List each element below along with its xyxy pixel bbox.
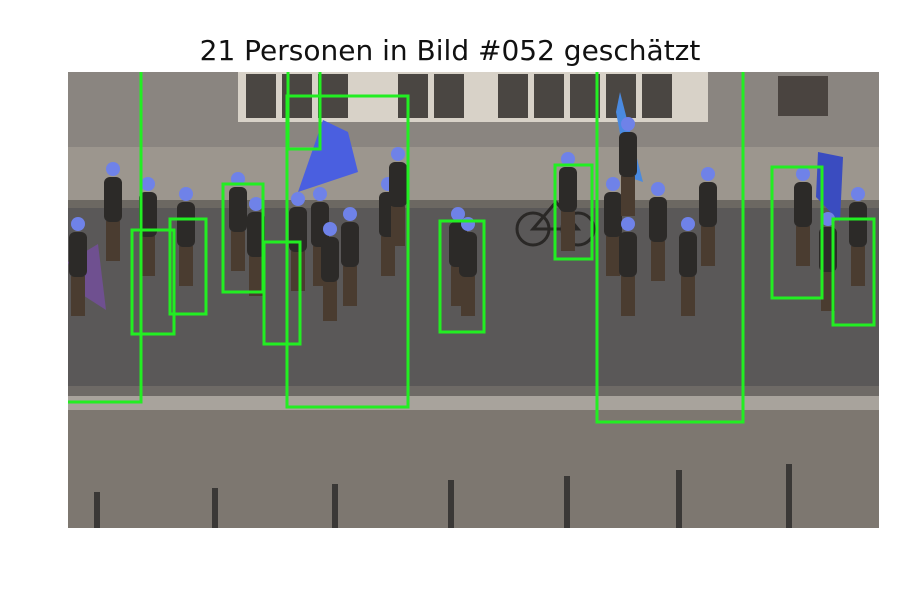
person	[559, 152, 577, 251]
detection-box	[168, 217, 208, 316]
detection-box	[285, 94, 410, 409]
person	[321, 222, 339, 321]
detection-box	[438, 219, 486, 334]
person	[229, 172, 247, 271]
bollards	[94, 464, 792, 528]
detection-box	[130, 228, 176, 336]
lower-curb	[68, 386, 879, 396]
detection-box	[221, 182, 265, 294]
bicycle	[515, 199, 596, 247]
lower-cobblestone	[68, 410, 879, 528]
detection-box	[770, 165, 824, 300]
person	[139, 177, 157, 276]
person	[69, 217, 87, 316]
person	[699, 167, 717, 266]
figure-title: 21 Personen in Bild #052 geschätzt	[199, 34, 701, 67]
person	[794, 167, 812, 266]
bench	[778, 76, 828, 116]
detection-box	[831, 217, 876, 327]
person	[104, 162, 122, 261]
person	[679, 217, 697, 316]
person	[604, 177, 622, 276]
person	[341, 207, 359, 306]
detection-box	[553, 163, 594, 261]
flag	[298, 120, 358, 192]
street-photo	[68, 72, 879, 528]
detection-boxes	[68, 72, 876, 424]
person	[389, 147, 407, 246]
person	[247, 197, 265, 296]
person	[177, 187, 195, 286]
detection-box	[595, 72, 745, 424]
person	[619, 217, 637, 316]
detection-box	[68, 72, 143, 404]
detection-box	[286, 72, 322, 151]
person	[619, 117, 637, 216]
person	[649, 182, 667, 281]
people-group	[69, 117, 867, 321]
person	[849, 187, 867, 286]
detection-box	[262, 240, 302, 346]
